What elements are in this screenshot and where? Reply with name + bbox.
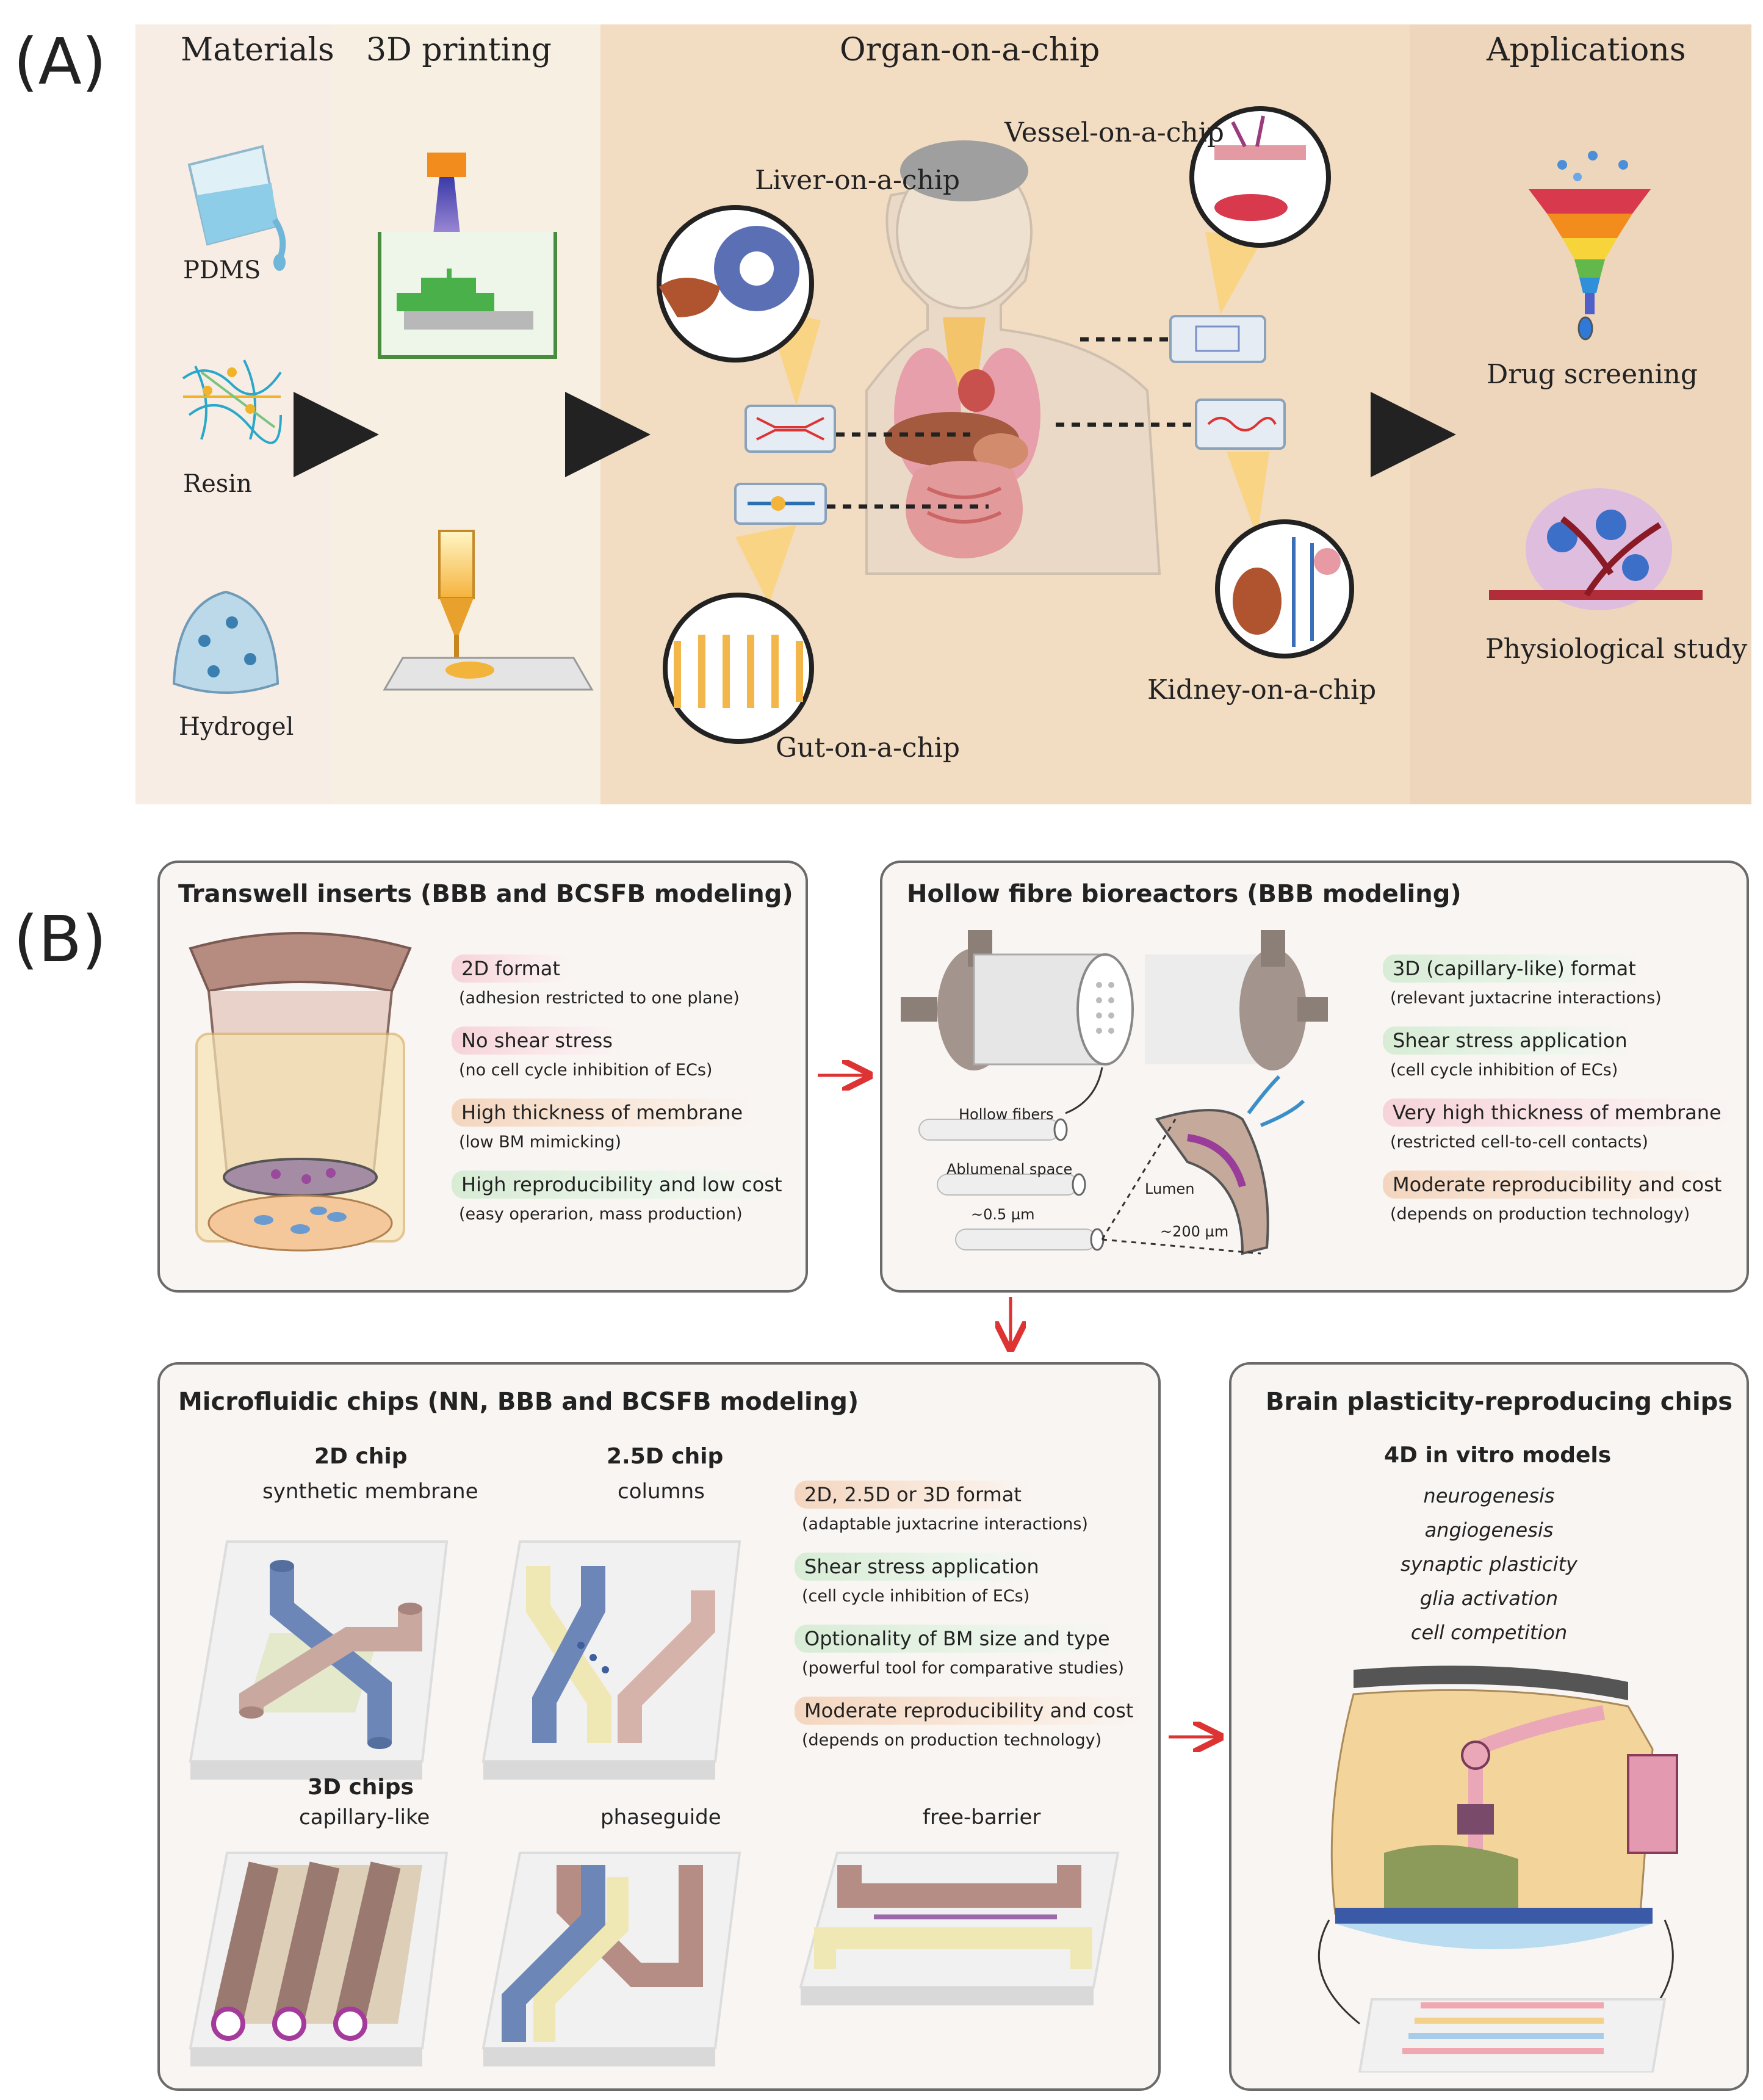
pdms-beaker-icon (187, 145, 286, 271)
gut-chip-icon (734, 483, 827, 525)
plasticity-item-4: glia activation (1419, 1587, 1559, 1610)
plasticity-item-2: angiogenesis (1424, 1518, 1554, 1542)
hydrogel-label: Hydrogel (179, 713, 294, 741)
resin-network-icon (182, 359, 282, 444)
chip-3d-capillary-illustration (189, 1852, 449, 2066)
chip-3d-capillary-label: capillary-like (299, 1805, 430, 1830)
transwell-feature-4: High reproducibility and low cost(easy o… (452, 1171, 793, 1224)
physiological-study-label: Physiological study (1485, 633, 1748, 665)
printing-heading: 3D printing (366, 32, 552, 68)
kidney-chip-label: Kidney-on-a-chip (1147, 674, 1377, 705)
hollow-feature-3: Very high thickness of membrane(restrict… (1383, 1099, 1731, 1152)
gut-magnified-circle (663, 593, 814, 744)
panel-b-letter: (B) (13, 902, 107, 976)
sla-printer-icon (378, 153, 557, 359)
in-vitro-models-heading: 4D in vitro models (1384, 1443, 1612, 1468)
organ-heading: Organ-on-a-chip (840, 32, 1100, 68)
chip-2d-illustration (189, 1540, 449, 1780)
transwell-box: Transwell inserts (BBB and BCSFB modelin… (157, 861, 808, 1293)
chip-2d-heading: 2D chip (314, 1444, 408, 1469)
hollow-fibre-illustration (901, 930, 1328, 1255)
vessel-magnified-circle (1189, 106, 1331, 248)
applications-column-bg (1410, 24, 1751, 804)
vessel-chip-label: Vessel-on-a-chip (1004, 117, 1224, 148)
drug-screening-label: Drug screening (1487, 359, 1698, 390)
panel-b-flow-arrows (818, 1037, 1763, 1831)
drug-screening-funnel-icon (1529, 151, 1651, 341)
applications-heading: Applications (1487, 32, 1686, 68)
extrusion-printer-icon (383, 530, 594, 691)
microfluidic-feature-4: Moderate reproducibility and cost(depend… (795, 1697, 1144, 1750)
resin-label: Resin (183, 470, 252, 498)
hollow-feature-1: 3D (capillary-like) format(relevant juxt… (1383, 954, 1725, 1008)
microfluidic-title: Microfluidic chips (NN, BBB and BCSFB mo… (178, 1388, 859, 1416)
transwell-insert-illustration (189, 932, 412, 1252)
panel-a-illustrations (172, 106, 1703, 744)
materials-heading: Materials (181, 32, 334, 68)
human-body-illustration (865, 140, 1161, 575)
chip-3d-freebarrier-illustration (799, 1852, 1120, 2005)
transwell-feature-1: 2D format(adhesion restricted to one pla… (452, 954, 793, 1008)
kidney-magnified-circle (1215, 519, 1354, 659)
hollow-fibers-label: Hollow fibers (959, 1106, 1054, 1123)
transwell-title: Transwell inserts (BBB and BCSFB modelin… (178, 880, 793, 908)
lumen-label: Lumen (1145, 1180, 1195, 1197)
chip-25d-heading: 2.5D chip (607, 1444, 724, 1469)
panel-a-letter: (A) (13, 24, 107, 99)
chip-3d-phaseguide-illustration (481, 1852, 741, 2066)
pdms-label: PDMS (183, 256, 261, 284)
microfluidic-feature-3: Optionality of BM size and type(powerful… (795, 1625, 1136, 1678)
hollow-fibre-box: Hollow fibre bioreactors (BBB modeling) … (880, 861, 1749, 1293)
chip-3d-freebarrier-label: free-barrier (923, 1805, 1041, 1830)
brain-plasticity-box: Brain plasticity-reproducing chips 4D in… (1229, 1362, 1749, 2091)
fibre-size-label: ~0.5 µm (971, 1206, 1035, 1223)
plasticity-item-5: cell competition (1410, 1621, 1568, 1644)
brain-plasticity-illustration (1318, 1665, 1678, 2073)
hollow-feature-4: Moderate reproducibility and cost(depend… (1383, 1171, 1732, 1224)
chip-25d-sublabel: columns (618, 1479, 705, 1504)
microfluidic-box: Microfluidic chips (NN, BBB and BCSFB mo… (157, 1362, 1161, 2091)
ablumenal-space-label: Ablumenal space (946, 1161, 1073, 1178)
physiological-study-vessel-icon (1489, 488, 1703, 610)
transwell-feature-3: High thickness of membrane(low BM mimick… (452, 1099, 793, 1152)
chip-3d-heading: 3D chips (308, 1775, 414, 1800)
lumen-size-label: ~200 µm (1160, 1223, 1229, 1240)
brain-plasticity-title: Brain plasticity-reproducing chips (1266, 1388, 1733, 1416)
microfluidic-feature-2: Shear stress application(cell cycle inhi… (795, 1553, 1136, 1606)
chip-25d-illustration (481, 1540, 741, 1780)
plasticity-item-1: neurogenesis (1423, 1484, 1555, 1507)
transwell-feature-2: No shear stress(no cell cycle inhibition… (452, 1027, 793, 1080)
kidney-chip-icon (1195, 399, 1286, 450)
chip-3d-phaseguide-label: phaseguide (600, 1805, 721, 1830)
liver-chip-label: Liver-on-a-chip (755, 165, 961, 196)
microfluidic-feature-1: 2D, 2.5D or 3D format(adaptable juxtacri… (795, 1481, 1136, 1534)
chip-2d-sublabel: synthetic membrane (262, 1479, 478, 1504)
hollow-fibre-title: Hollow fibre bioreactors (BBB modeling) (907, 880, 1462, 908)
gut-chip-label: Gut-on-a-chip (776, 732, 961, 763)
liver-magnified-circle (657, 205, 814, 363)
vessel-chip-icon (1169, 315, 1266, 363)
hollow-feature-2: Shear stress application(cell cycle inhi… (1383, 1027, 1725, 1080)
liver-chip-icon (744, 405, 836, 453)
plasticity-item-3: synaptic plasticity (1401, 1553, 1577, 1576)
hydrogel-icon (172, 590, 279, 694)
